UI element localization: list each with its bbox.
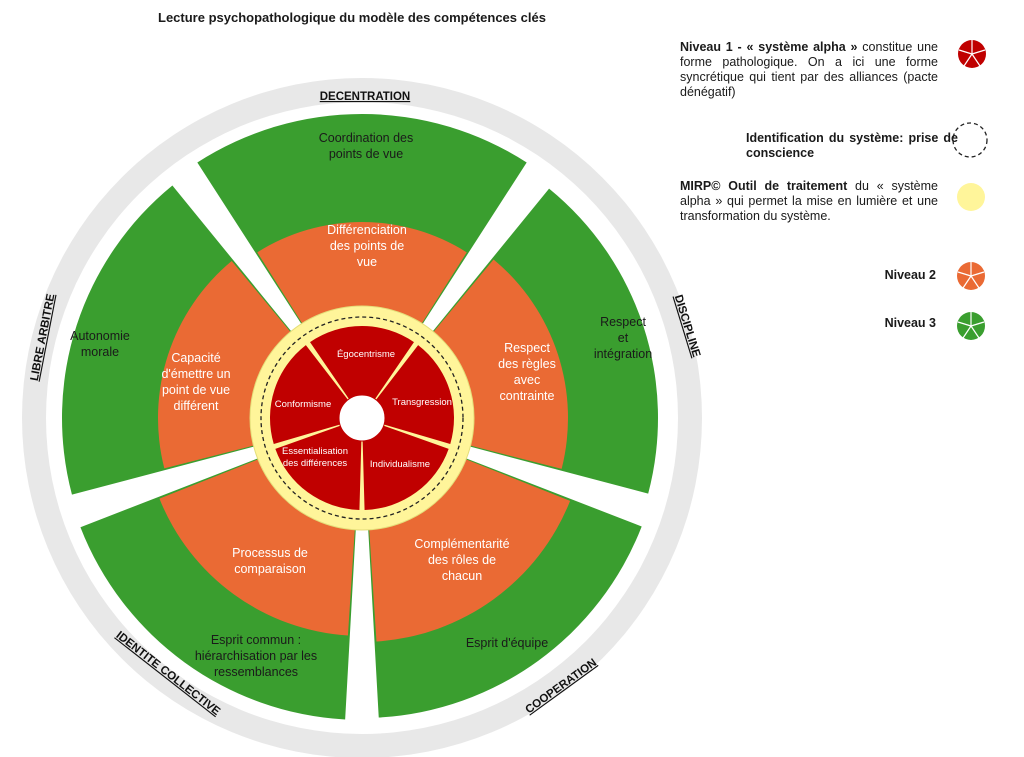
green-label-right-line: intégration <box>594 347 652 361</box>
red-label-bottom-left-line: des différences <box>283 458 348 469</box>
green-label-top-line: Coordination des <box>319 131 414 145</box>
green-label-left: Autonomie morale <box>70 329 130 359</box>
orange-label-bottom-right-line: des rôles de <box>428 553 496 567</box>
red-label-bottom-left-line: Essentialisation <box>282 446 348 457</box>
red-label-left: Conformisme <box>275 399 332 410</box>
orange-segment-left <box>158 261 291 469</box>
green-label-bottom-right-line: Esprit d'équipe <box>466 636 548 650</box>
red-segment-left <box>269 345 349 444</box>
orange-label-right-line: contrainte <box>500 389 555 403</box>
legend-mirp-bold: MIRP© Outil de traitement <box>680 179 848 193</box>
orange-label-bottom-right-line: Complémentarité <box>414 537 509 551</box>
orange-label-right-line: Respect <box>504 341 550 355</box>
legend-niveau2-label: Niveau 2 <box>884 268 936 282</box>
green-label-top: Coordination des points de vue <box>319 131 414 161</box>
niveau1-red-pie-icon <box>958 40 986 68</box>
orange-label-bottom-left-line: comparaison <box>234 562 306 576</box>
red-label-right: Transgression <box>392 397 452 408</box>
orange-label-bottom-right-line: chacun <box>442 569 482 583</box>
yellow-circle-icon <box>957 183 985 211</box>
niveau2-orange-pie-icon <box>957 262 985 290</box>
red-segment-bottom-right <box>362 425 449 510</box>
green-label-bottom-left-line: Esprit commun : <box>211 633 301 647</box>
diagram-title: Lecture psychopathologique du modèle des… <box>158 10 546 25</box>
green-label-right: Respect et intégration <box>594 315 652 361</box>
red-label-top-line: Égocentrisme <box>337 349 395 360</box>
dashed-circle-icon <box>952 122 988 158</box>
orange-label-right-line: des règles <box>498 357 556 371</box>
legend-mirp-text: MIRP© Outil de traitement du « système a… <box>680 179 938 224</box>
green-label-right-line: Respect <box>600 315 646 329</box>
orange-segment-bottom-left <box>159 459 355 636</box>
green-label-right-line: et <box>618 331 629 345</box>
red-label-bottom-right-line: Individualisme <box>370 459 430 470</box>
red-label-top: Égocentrisme <box>337 349 395 360</box>
orange-label-bottom-right: Complémentarité des rôles de chacun <box>414 537 509 583</box>
orange-label-bottom-left: Processus de comparaison <box>232 546 308 576</box>
green-label-bottom-left-line: hiérarchisation par les <box>195 649 317 663</box>
orange-label-top-line: Différenciation <box>327 223 407 237</box>
red-label-bottom-right: Individualisme <box>370 459 430 470</box>
orange-label-left: Capacité d'émettre un point de vue différen… <box>161 351 230 413</box>
green-label-bottom-left: Esprit commun : hiérarchisation par les re… <box>195 633 317 679</box>
legend-mirp-rest: du « système alpha » qui permet la mise … <box>680 179 938 223</box>
legend-niveau3-label: Niveau 3 <box>884 316 936 330</box>
orange-label-left-line: différent <box>174 399 219 413</box>
green-label-bottom-left-line: ressemblances <box>214 665 298 679</box>
red-segment-bottom-left <box>275 425 362 510</box>
orange-segment-bottom-right <box>369 459 571 642</box>
orange-label-left-line: Capacité <box>171 351 220 365</box>
orange-label-top-line: vue <box>357 255 377 269</box>
label-decentration: DECENTRATION <box>320 91 411 103</box>
green-label-left-line: morale <box>81 345 119 359</box>
green-label-bottom-right: Esprit d'équipe <box>466 636 548 650</box>
niveau3-green-pie-icon <box>957 312 985 340</box>
red-segment-right <box>375 345 455 444</box>
red-segment-top <box>310 326 414 400</box>
orange-label-left-line: point de vue <box>162 383 230 397</box>
orange-label-top: Différenciation des points de vue <box>327 223 407 269</box>
orange-segment-right <box>433 259 569 469</box>
orange-label-right-line: avec <box>514 373 540 387</box>
orange-label-bottom-left-line: Processus de <box>232 546 308 560</box>
orange-label-top-line: des points de <box>330 239 404 253</box>
red-label-left-line: Conformisme <box>275 399 332 410</box>
orange-label-right: Respect des règles avec contrainte <box>498 341 556 403</box>
orange-segment-top <box>257 222 467 324</box>
legend-niveau1-rest: constitue une forme pathologique. On a i… <box>680 40 938 99</box>
orange-label-left-line: d'émettre un <box>161 367 230 381</box>
legend-identification-text: Identification du système: prise de cons… <box>746 131 958 160</box>
dashed-identification-circle <box>260 316 464 520</box>
red-label-right-line: Transgression <box>392 397 452 408</box>
legend-niveau1-text: Niveau 1 - « système alpha » constitue u… <box>680 40 938 100</box>
legend-niveau1-bold: Niveau 1 - « système alpha » <box>680 40 858 54</box>
green-label-left-line: Autonomie <box>70 329 130 343</box>
green-label-top-line: points de vue <box>329 147 403 161</box>
center-white-circle <box>338 394 386 442</box>
